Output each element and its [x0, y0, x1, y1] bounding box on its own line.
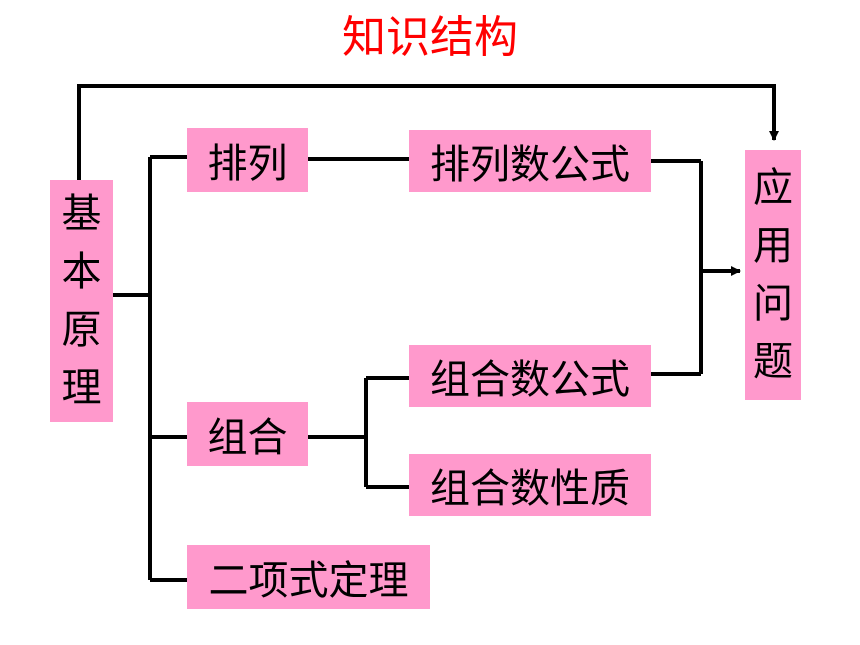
char-2: 用 [753, 223, 793, 269]
char-1: 基 [61, 191, 102, 237]
char-2: 本 [61, 249, 102, 295]
box-combination: 组合 [187, 402, 308, 466]
char-4: 理 [61, 365, 102, 411]
box-binomial-theorem: 二项式定理 [187, 545, 430, 609]
box-combination-properties: 组合数性质 [409, 454, 651, 516]
char-1: 应 [753, 165, 793, 211]
box-combination-formula: 组合数公式 [409, 345, 651, 407]
top-connector-arrow [77, 84, 779, 180]
char-3: 问 [753, 281, 793, 327]
box-permutation: 排列 [187, 128, 308, 192]
box-permutation-formula: 排列数公式 [409, 130, 651, 192]
char-3: 原 [61, 307, 102, 353]
box-basic-principle: 基 本 原 理 [50, 180, 113, 422]
diagram-title: 知识结构 [342, 12, 518, 63]
char-4: 题 [753, 339, 793, 385]
box-applications: 应 用 问 题 [745, 150, 801, 400]
